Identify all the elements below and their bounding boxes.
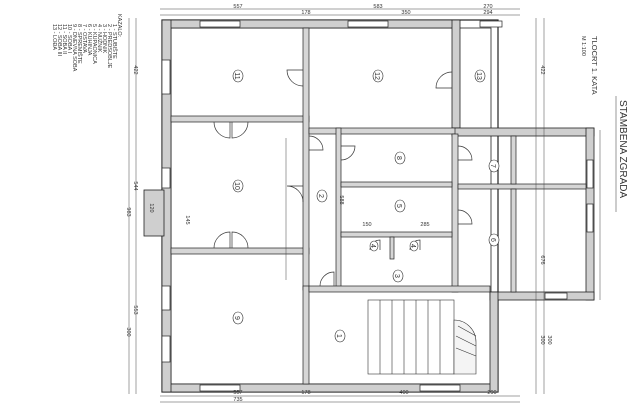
room-3-marker: 3 — [392, 269, 404, 283]
room-10-marker: 10 — [232, 179, 244, 193]
dim-bottom-1: 557 — [233, 390, 242, 396]
legend: KAZALO: 1 - STUBIŠTE 2 - PREDSOBLJE 3 - … — [51, 14, 122, 72]
staircase — [367, 299, 477, 375]
dim-top-5: 270 — [483, 4, 492, 10]
dim-right-2: 676 — [539, 255, 545, 264]
legend-item-6: 6 - KUHINJA — [86, 24, 92, 56]
room-4b-marker: 4 — [409, 240, 419, 252]
inner-walls — [170, 27, 587, 385]
legend-item-13: 13 - LOĐA — [51, 24, 57, 50]
room-9-marker: 9 — [232, 311, 244, 325]
dim-top-6: 294 — [483, 10, 492, 16]
legend-item-3: 3 - HODNIK — [101, 24, 107, 54]
room-3-label: 3 — [393, 274, 400, 278]
room-1-marker: 1 — [334, 329, 346, 343]
dim-right-1: 422 — [539, 65, 545, 74]
room-1-label: 1 — [335, 334, 342, 338]
room-11-label: 11 — [233, 72, 240, 79]
legend-heading: KAZALO: — [116, 14, 122, 38]
room-9-label: 9 — [233, 316, 240, 320]
dim-left-1: 422 — [132, 65, 138, 74]
dim-inner-5: 285 — [420, 222, 429, 228]
dim-right-3: 300 — [539, 335, 545, 344]
dim-top-1: 557 — [233, 4, 242, 10]
dimension-lines — [128, 8, 601, 403]
legend-item-2: 2 - PREDSOBLJE — [106, 24, 112, 69]
drawing-title: STAMBENA ZGRADA — [617, 100, 628, 198]
title-block: STAMBENA ZGRADA TLOCRT 1. KATA M 1:100 — [580, 36, 628, 212]
legend-item-1: 1 - STUBIŠTE — [111, 24, 118, 59]
dim-right-4: 300 — [546, 335, 552, 344]
dim-bottom-5: 290 — [487, 390, 496, 396]
legend-item-10: 10 - SOBA I — [66, 24, 72, 54]
dim-left-2: 544 — [132, 181, 138, 190]
room-13-label: 13 — [475, 72, 482, 80]
room-8-marker: 8 — [394, 151, 406, 165]
dim-bottom-2: 735 — [233, 397, 242, 403]
dim-bottom-4: 400 — [399, 390, 408, 396]
legend-item-9: 9 - DNEVNA SOBA — [71, 24, 77, 72]
room-7-label: 7 — [489, 164, 496, 168]
room-11-marker: 11 — [232, 69, 244, 83]
windows — [161, 20, 594, 392]
room-2-marker: 2 — [316, 189, 328, 203]
room-13-marker: 13 — [474, 69, 486, 83]
room-7-marker: 7 — [488, 159, 500, 173]
room-6-label: 6 — [489, 238, 496, 242]
room-12-marker: 12 — [372, 69, 384, 83]
legend-item-8: 8 - SPREMIŠTE — [76, 24, 83, 64]
legend-item-7: 7 - OSTAVA — [81, 24, 87, 53]
dim-left-3: 983 — [125, 207, 131, 216]
walls — [161, 19, 499, 393]
dim-left-5: 300 — [125, 327, 131, 336]
dim-inner-2: 145 — [184, 215, 190, 224]
dim-inner-4: 150 — [362, 222, 371, 228]
legend-item-4: 4 - NUŽNIK — [96, 24, 104, 53]
doors — [213, 69, 473, 287]
room-4a-label: 4 — [369, 244, 376, 248]
room-2-label: 2 — [317, 194, 324, 198]
drawing-scale: M 1:100 — [580, 36, 586, 56]
room-4b-label: 4 — [409, 244, 416, 248]
legend-item-12: 12 - SOBA III — [56, 24, 62, 57]
legend-item-11: 11 - SOBA II — [61, 24, 67, 55]
dim-top-4: 350 — [401, 10, 410, 16]
room-6-marker: 6 — [488, 233, 500, 247]
dimension-texts: 557 178 583 350 270 294 557 735 178 400 … — [125, 4, 552, 403]
room-12-label: 12 — [373, 72, 380, 80]
room-8-label: 8 — [395, 156, 402, 160]
outer-wall-fill — [143, 19, 595, 393]
room-labels: 11 12 13 10 9 8 7 6 — [232, 69, 500, 343]
drawing-subtitle: TLOCRT 1. KATA — [590, 36, 599, 95]
room-5-label: 5 — [395, 204, 402, 208]
dim-top-2: 178 — [301, 10, 310, 16]
dim-inner-3: 588 — [338, 195, 344, 204]
dim-top-3: 583 — [373, 4, 382, 10]
dim-bottom-3: 178 — [301, 390, 310, 396]
room-10-label: 10 — [233, 182, 240, 190]
dim-inner-1: 120 — [148, 203, 154, 212]
legend-item-5: 5 - KUPAONICA — [91, 24, 97, 64]
room-5-marker: 5 — [394, 199, 406, 213]
room-4a-marker: 4 — [369, 240, 379, 252]
dim-left-4: 553 — [132, 305, 138, 314]
